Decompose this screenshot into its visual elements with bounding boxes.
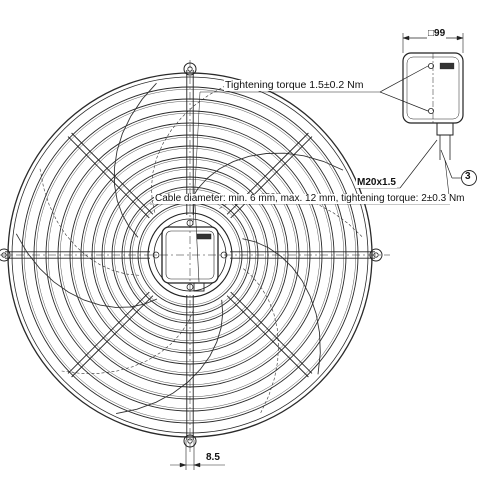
mounting-foot [0,248,11,262]
blade-leading-edge [242,238,321,375]
mounting-hole [187,438,193,444]
guard-strut [67,291,150,374]
torque-leader-top [379,65,429,93]
thread-leader [399,139,438,189]
item-number-leader-diag [440,149,453,179]
offset-arrows [179,462,201,468]
guard-strut [226,295,309,378]
item-number-label: 3 [465,171,471,182]
blade-leading-edge [190,152,344,201]
tightening-torque-label: Tightening torque 1.5±0.2 Nm [224,79,365,91]
blade-trailing-edge [61,309,194,374]
terminal-logo-mark [439,62,455,70]
blade-trailing-edge [39,168,139,276]
blade-trailing-edge [243,268,279,414]
cable-diameter-label: Cable diameter: min. 6 mm, max. 12 mm, t… [154,193,466,204]
torque-leader-hub [192,91,201,226]
torque-leader-bottom [379,91,429,112]
terminal-cable-gland [436,122,454,136]
blade-trailing-edge [151,85,226,213]
guard-strut [67,136,150,219]
hub-logo-mark [196,233,212,240]
guard-strut [71,132,154,215]
guard-struts [0,62,383,448]
terminal-box-detail [402,52,464,160]
terminal-screw-top [427,63,434,70]
terminal-cable [439,135,451,160]
hub-screw [152,251,160,259]
guard-strut [71,295,154,378]
item-number-balloon [461,170,477,186]
dimension-lines [0,33,477,470]
offset-dimension-label: 8.5 [206,452,220,463]
box-dimension-arrows [402,35,464,41]
blade-leading-edge [113,82,157,238]
blade-leading-edge [116,299,224,415]
hub-cable-gland [193,282,205,292]
guard-strut [230,136,313,219]
cable-leader-hub [194,203,200,283]
guard-strut [230,291,313,374]
box-dimension-label: □99 [427,28,447,39]
thread-label: M20x1.5 [356,177,397,188]
terminal-screw-bottom [427,108,434,115]
